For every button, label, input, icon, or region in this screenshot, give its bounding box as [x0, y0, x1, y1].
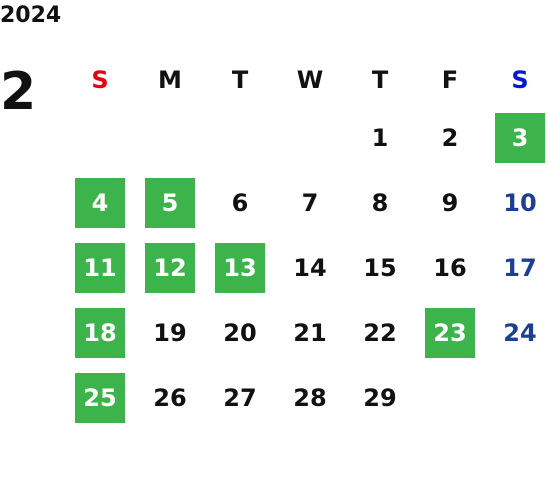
- date-number-highlighted: 4: [75, 177, 125, 228]
- calendar-grid: S M T W T F S 1 2 3 4 5 6 7 8 9 10: [65, 55, 548, 430]
- day-cell: 15: [345, 235, 415, 300]
- weekday-label: T: [231, 66, 249, 94]
- week-row: 1 2 3: [65, 105, 548, 170]
- date-number: 21: [293, 318, 327, 347]
- day-cell: 4: [65, 170, 135, 235]
- date-number: 29: [363, 383, 397, 412]
- day-cell: 23: [415, 300, 485, 365]
- date-number: 9: [441, 188, 459, 217]
- weekday-label: M: [158, 66, 182, 94]
- date-number: 8: [371, 188, 389, 217]
- date-number: 22: [363, 318, 397, 347]
- day-cell: 19: [135, 300, 205, 365]
- date-number-highlighted: 25: [75, 372, 125, 423]
- day-cell: 16: [415, 235, 485, 300]
- weekday-header-wednesday: W: [275, 55, 345, 105]
- day-cell: 18: [65, 300, 135, 365]
- date-number-highlighted: 11: [75, 242, 125, 293]
- day-cell: 25: [65, 365, 135, 430]
- date-number-highlighted: 3: [495, 112, 545, 163]
- day-cell: 3: [485, 105, 548, 170]
- day-cell: 6: [205, 170, 275, 235]
- date-number: 16: [433, 253, 467, 282]
- date-number: 2: [441, 123, 459, 152]
- day-cell: 21: [275, 300, 345, 365]
- date-number: 7: [301, 188, 319, 217]
- day-cell-empty: [135, 105, 205, 170]
- day-cell: 10: [485, 170, 548, 235]
- weekday-header-saturday: S: [485, 55, 548, 105]
- date-number-highlighted: 13: [215, 242, 265, 293]
- day-cell-empty: [415, 365, 485, 430]
- day-cell: 29: [345, 365, 415, 430]
- weekday-header-thursday: T: [345, 55, 415, 105]
- date-number-highlighted: 23: [425, 307, 475, 358]
- day-cell: 27: [205, 365, 275, 430]
- day-cell: 24: [485, 300, 548, 365]
- week-row: 4 5 6 7 8 9 10: [65, 170, 548, 235]
- day-cell-empty: [65, 105, 135, 170]
- day-cell: 2: [415, 105, 485, 170]
- day-cell: 5: [135, 170, 205, 235]
- day-cell-empty: [275, 105, 345, 170]
- date-number: 24: [503, 318, 537, 347]
- weekday-label: F: [441, 66, 459, 94]
- day-cell: 20: [205, 300, 275, 365]
- day-cell: 7: [275, 170, 345, 235]
- date-number: 17: [503, 253, 537, 282]
- weekday-header-row: S M T W T F S: [65, 55, 548, 105]
- weekday-header-sunday: S: [65, 55, 135, 105]
- weekday-label: T: [371, 66, 389, 94]
- date-number-highlighted: 5: [145, 177, 195, 228]
- day-cell: 14: [275, 235, 345, 300]
- date-number: 6: [231, 188, 249, 217]
- date-number-highlighted: 18: [75, 307, 125, 358]
- day-cell: 22: [345, 300, 415, 365]
- week-row: 25 26 27 28 29: [65, 365, 548, 430]
- week-row: 11 12 13 14 15 16 17: [65, 235, 548, 300]
- day-cell: 26: [135, 365, 205, 430]
- weekday-label: S: [91, 66, 109, 94]
- day-cell: 13: [205, 235, 275, 300]
- weekday-header-monday: M: [135, 55, 205, 105]
- day-cell: 17: [485, 235, 548, 300]
- day-cell: 1: [345, 105, 415, 170]
- year-label: 2024: [0, 3, 62, 28]
- day-cell-empty: [205, 105, 275, 170]
- weekday-label: W: [296, 66, 324, 94]
- date-number: 19: [153, 318, 187, 347]
- date-number: 14: [293, 253, 327, 282]
- day-cell: 9: [415, 170, 485, 235]
- date-number: 28: [293, 383, 327, 412]
- month-number: 2: [0, 62, 37, 122]
- date-number: 10: [503, 188, 537, 217]
- weekday-header-tuesday: T: [205, 55, 275, 105]
- week-row: 18 19 20 21 22 23 24: [65, 300, 548, 365]
- day-cell: 8: [345, 170, 415, 235]
- date-number: 1: [371, 123, 389, 152]
- weekday-label: S: [511, 66, 529, 94]
- date-number: 27: [223, 383, 257, 412]
- date-number-highlighted: 12: [145, 242, 195, 293]
- date-number: 20: [223, 318, 257, 347]
- date-number: 26: [153, 383, 187, 412]
- day-cell: 12: [135, 235, 205, 300]
- day-cell: 28: [275, 365, 345, 430]
- day-cell-empty: [485, 365, 548, 430]
- day-cell: 11: [65, 235, 135, 300]
- date-number: 15: [363, 253, 397, 282]
- weekday-header-friday: F: [415, 55, 485, 105]
